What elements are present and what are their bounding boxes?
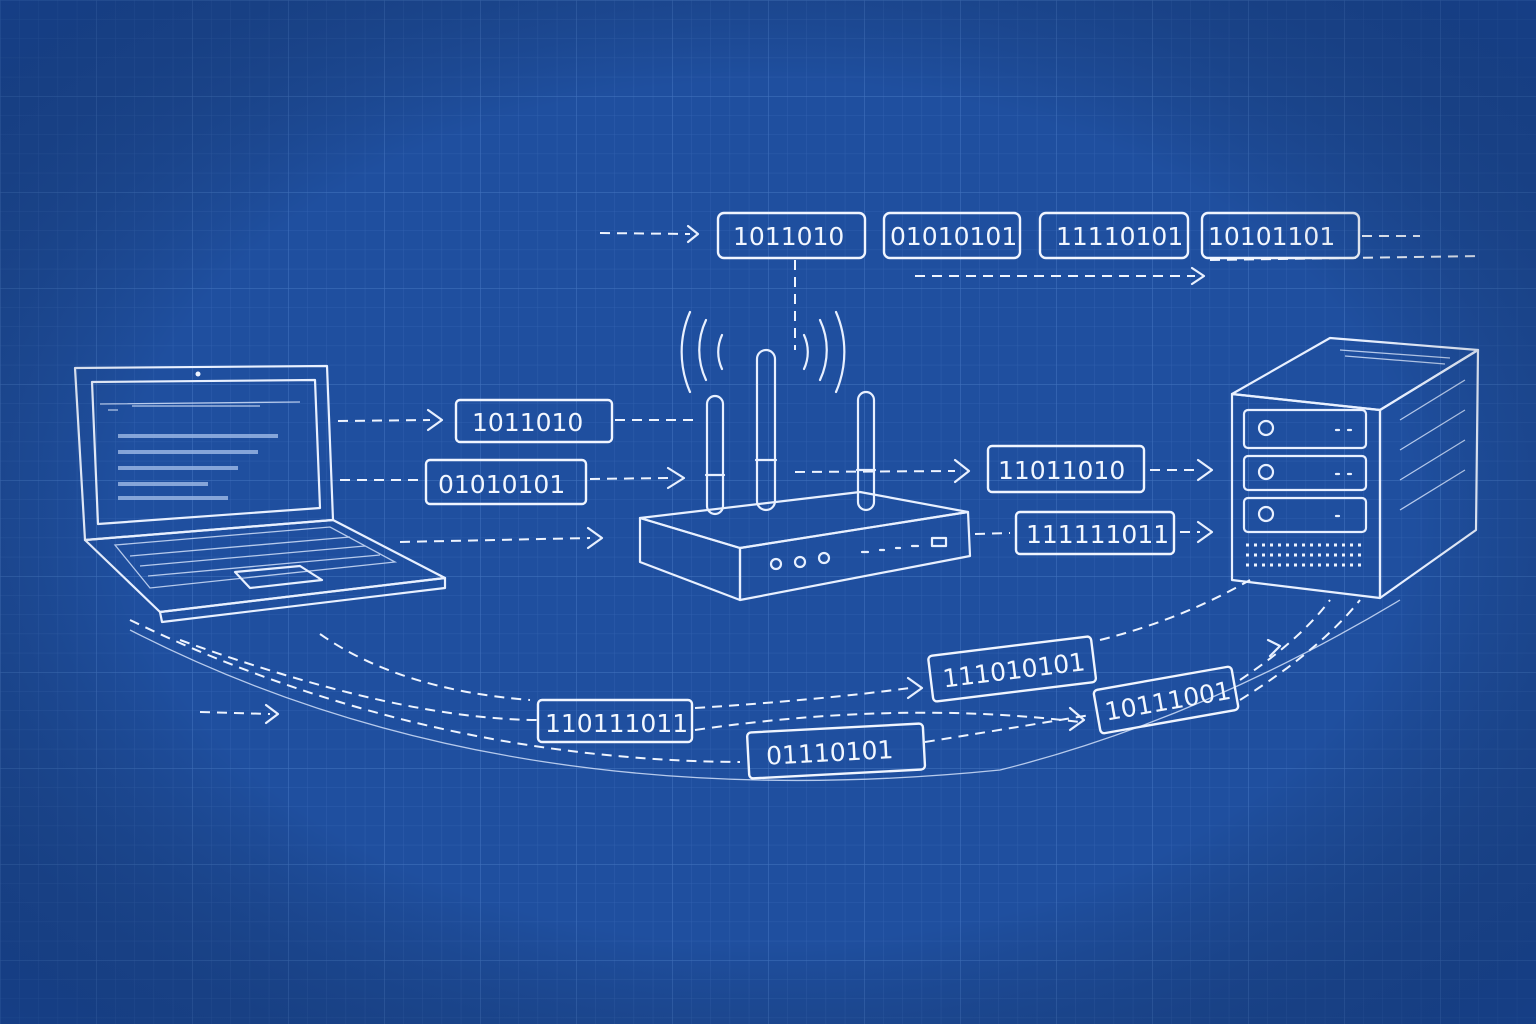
vignette xyxy=(0,0,1536,1024)
network-diagram: 1011010 01010101 11110101 10101101 10110… xyxy=(0,0,1536,1024)
